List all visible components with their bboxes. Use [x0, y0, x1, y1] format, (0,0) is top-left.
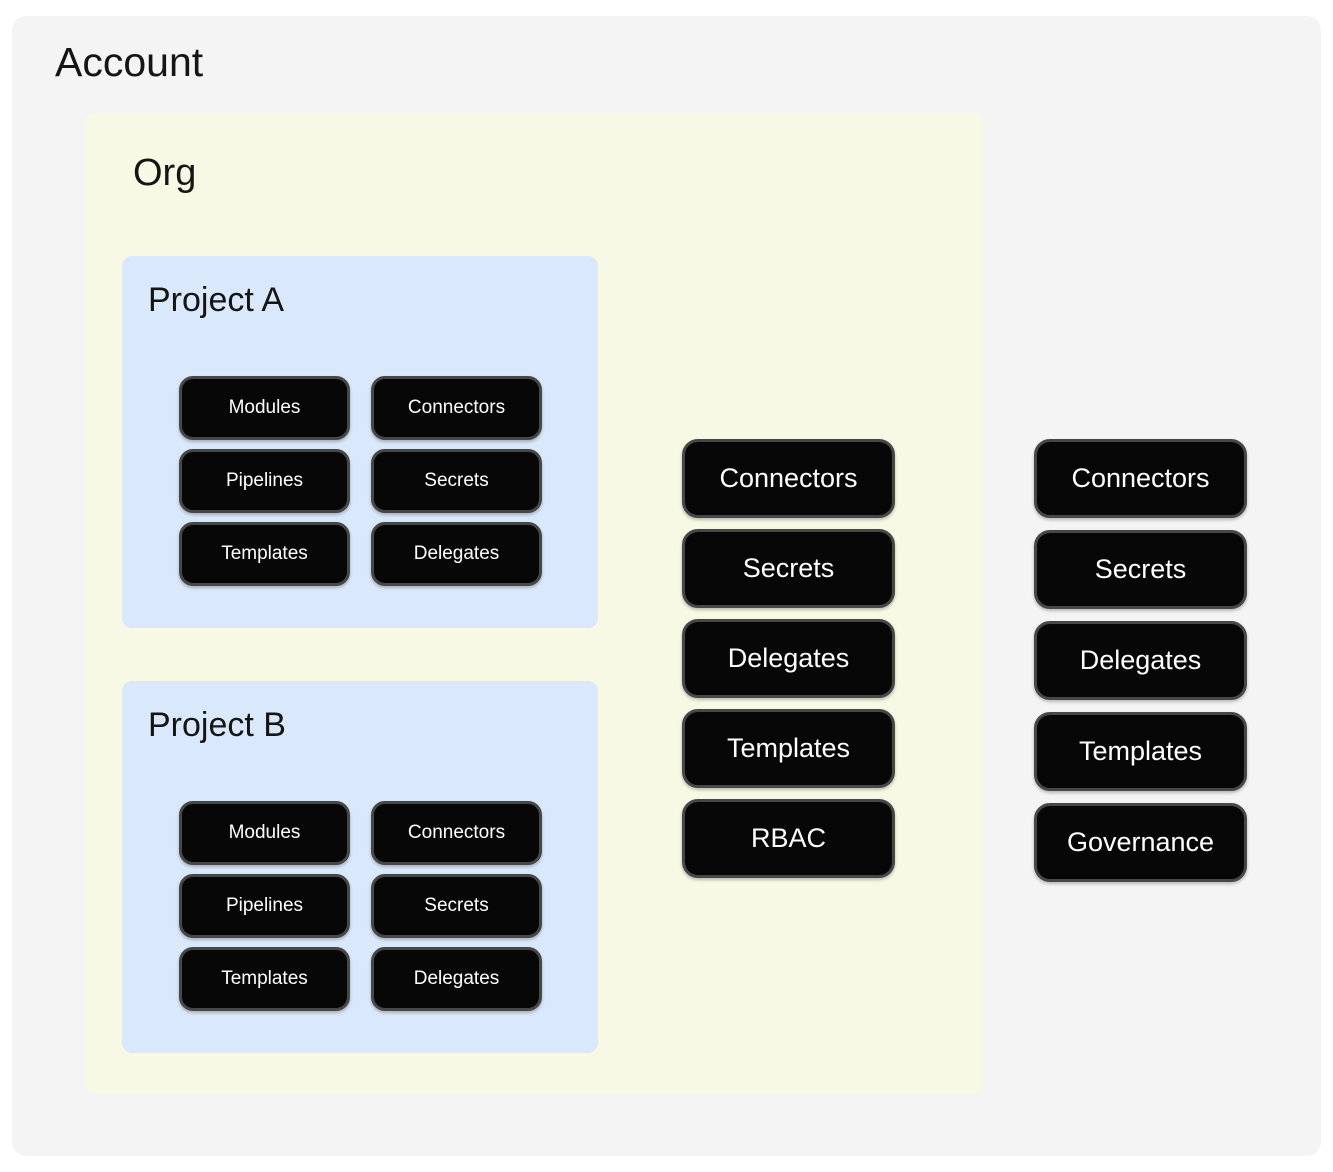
account-secrets-node[interactable]: Secrets: [1034, 530, 1247, 609]
account-scope-container: Account Org Project A Modules Connectors…: [12, 16, 1321, 1156]
org-rbac-node[interactable]: RBAC: [682, 799, 895, 878]
project-b-title: Project B: [148, 706, 286, 744]
account-scope-title: Account: [55, 39, 204, 85]
org-delegates-node[interactable]: Delegates: [682, 619, 895, 698]
project-a-container: Project A Modules Connectors Pipelines S…: [122, 256, 598, 628]
org-secrets-node[interactable]: Secrets: [682, 529, 895, 608]
org-resource-column: Connectors Secrets Delegates Templates R…: [682, 439, 895, 878]
project-a-secrets-node[interactable]: Secrets: [371, 449, 542, 513]
project-a-connectors-node[interactable]: Connectors: [371, 376, 542, 440]
org-scope-title: Org: [133, 152, 197, 194]
org-templates-node[interactable]: Templates: [682, 709, 895, 788]
project-b-secrets-node[interactable]: Secrets: [371, 874, 542, 938]
project-a-resource-grid: Modules Connectors Pipelines Secrets Tem…: [179, 376, 542, 586]
project-b-modules-node[interactable]: Modules: [179, 801, 350, 865]
project-b-container: Project B Modules Connectors Pipelines S…: [122, 681, 598, 1053]
account-governance-node[interactable]: Governance: [1034, 803, 1247, 882]
project-b-resource-grid: Modules Connectors Pipelines Secrets Tem…: [179, 801, 542, 1011]
project-b-templates-node[interactable]: Templates: [179, 947, 350, 1011]
account-templates-node[interactable]: Templates: [1034, 712, 1247, 791]
project-a-title: Project A: [148, 281, 285, 319]
account-delegates-node[interactable]: Delegates: [1034, 621, 1247, 700]
project-a-delegates-node[interactable]: Delegates: [371, 522, 542, 586]
project-b-delegates-node[interactable]: Delegates: [371, 947, 542, 1011]
account-connectors-node[interactable]: Connectors: [1034, 439, 1247, 518]
project-b-connectors-node[interactable]: Connectors: [371, 801, 542, 865]
project-b-pipelines-node[interactable]: Pipelines: [179, 874, 350, 938]
account-resource-column: Connectors Secrets Delegates Templates G…: [1034, 439, 1247, 882]
org-connectors-node[interactable]: Connectors: [682, 439, 895, 518]
project-a-pipelines-node[interactable]: Pipelines: [179, 449, 350, 513]
project-a-modules-node[interactable]: Modules: [179, 376, 350, 440]
project-a-templates-node[interactable]: Templates: [179, 522, 350, 586]
org-scope-container: Org Project A Modules Connectors Pipelin…: [85, 113, 983, 1093]
